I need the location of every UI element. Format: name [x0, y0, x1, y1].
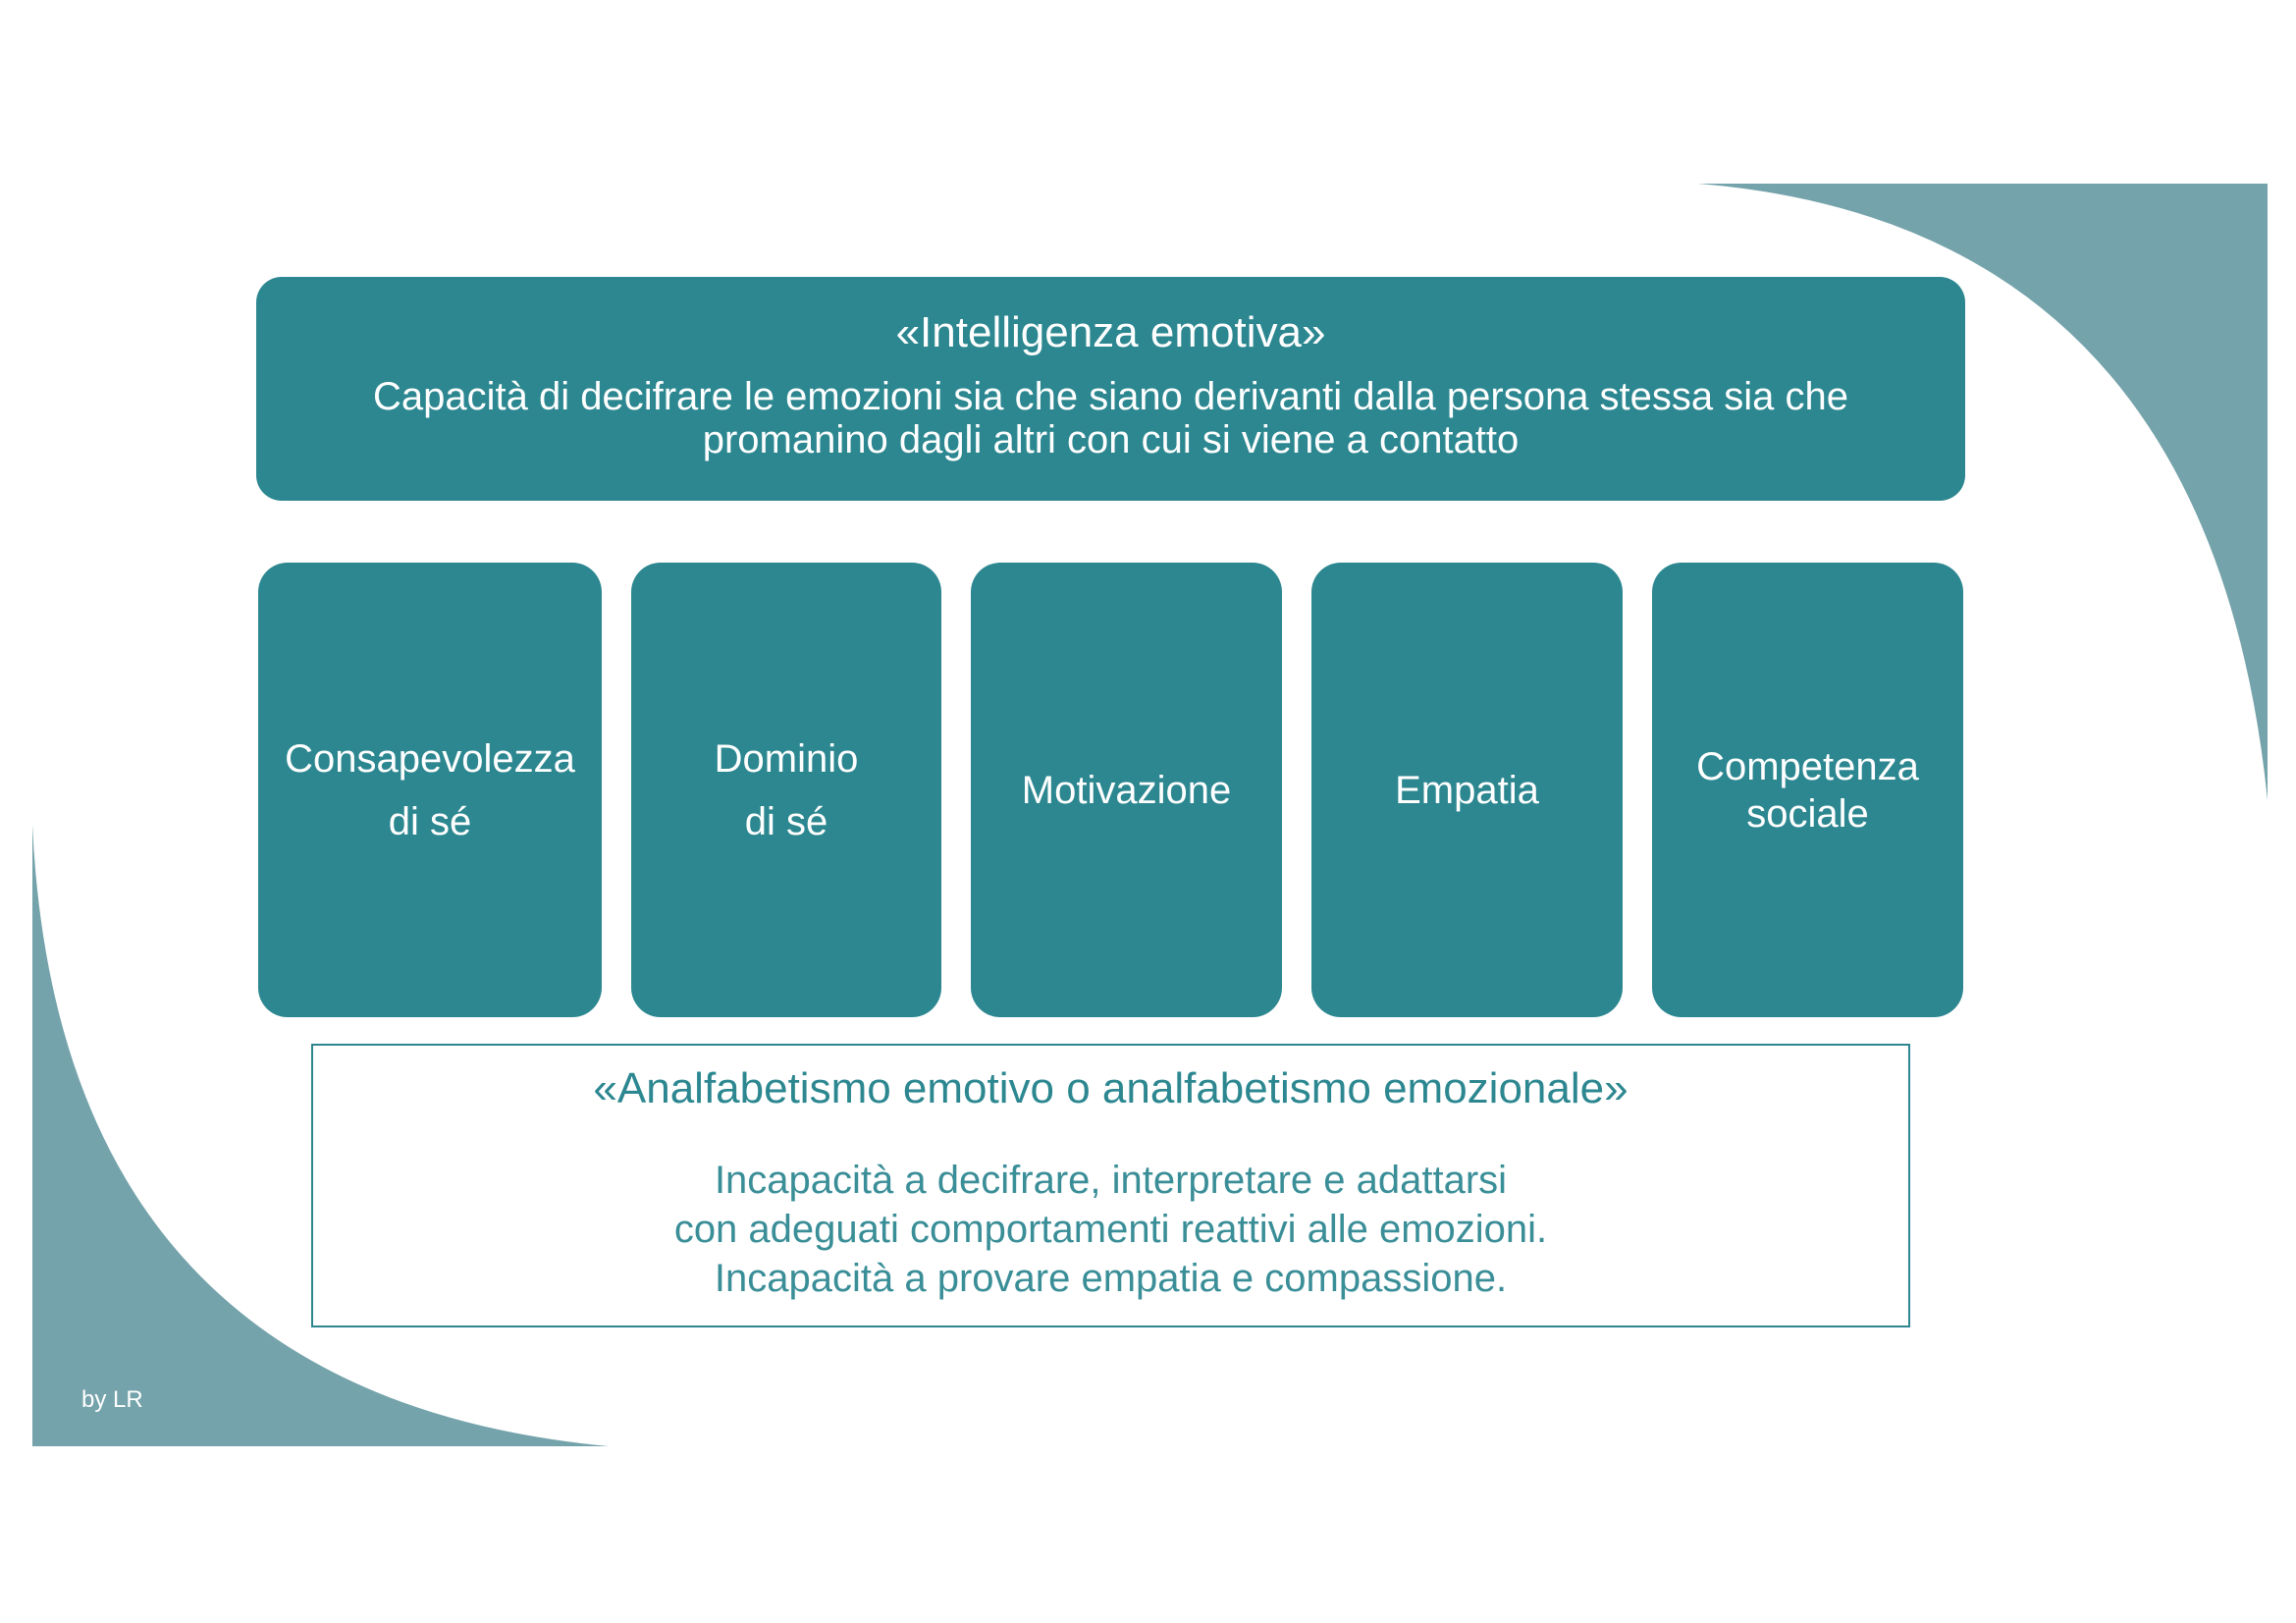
main-title: «Intelligenza emotiva»: [895, 308, 1326, 356]
top-right-decoration: [1698, 184, 2268, 800]
bottom-title: «Analfabetismo emotivo o analfabetismo e…: [593, 1064, 1629, 1112]
bottom-left-decoration: [32, 825, 609, 1446]
main-description: Capacità di decifrare le emozioni sia ch…: [372, 375, 1849, 461]
footer-credit: by LR: [81, 1386, 143, 1413]
intelligenza-emotiva-box: «Intelligenza emotiva» Capacità di decif…: [256, 277, 1965, 501]
bottom-description: Incapacità a decifrare, interpretare e a…: [673, 1159, 1548, 1300]
analfabetismo-emotivo-box: «Analfabetismo emotivo o analfabetismo e…: [311, 1044, 1910, 1327]
